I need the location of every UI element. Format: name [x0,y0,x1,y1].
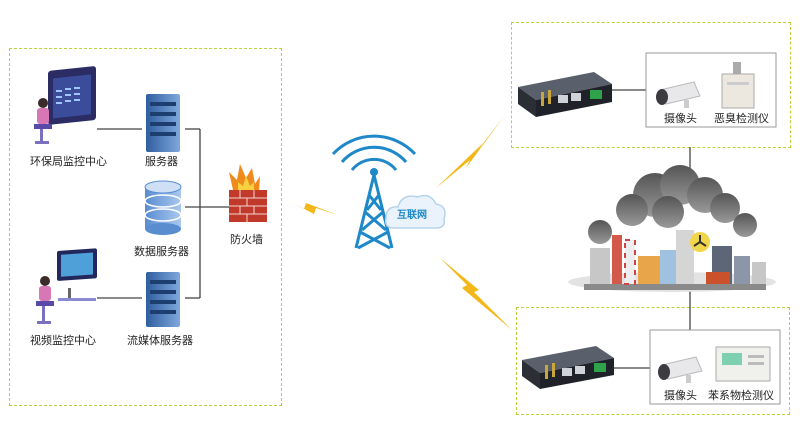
signal-tower-icon [331,134,417,250]
monitoring-center-panel [9,48,282,406]
firewall-label: 防火墙 [230,233,263,246]
top-site-panel [511,22,791,148]
odor-detector-icon [721,62,755,109]
bottom-camera-label: 摄像头 [664,389,697,402]
benzene-detector-label: 苯系物检测仪 [708,389,774,402]
data-server-label: 数据服务器 [134,245,189,258]
left-connection-lines [97,89,691,369]
odor-detector-label: 恶臭检测仪 [714,112,769,125]
streaming-server-label: 流媒体服务器 [127,334,193,347]
streaming-server-icon [146,272,180,327]
bottom-site-panel [516,307,790,415]
camera-icon-bottom [658,356,703,383]
database-icon [144,180,182,235]
lightning-icon-top [436,115,505,188]
internet-label: 互联网 [397,210,427,221]
firewall-icon [229,164,267,222]
epb-monitor-icon [34,66,96,144]
video-monitor-icon [36,248,97,324]
lightning-icon-bottom [440,258,512,330]
video-monitoring-center-label: 视频监控中心 [30,334,96,347]
lightning-icon-left [285,199,338,215]
cloud-icon [384,194,446,229]
polluting-factory-icon [568,165,776,292]
server-icon [146,94,180,152]
top-camera-label: 摄像头 [664,112,697,125]
server-label: 服务器 [145,155,178,168]
camera-icon-top [656,81,701,108]
dtu-router-icon-top [518,72,612,117]
epb-monitoring-center-label: 环保局监控中心 [30,155,107,168]
dtu-router-icon-bottom [522,346,614,389]
benzene-detector-icon [715,346,771,382]
